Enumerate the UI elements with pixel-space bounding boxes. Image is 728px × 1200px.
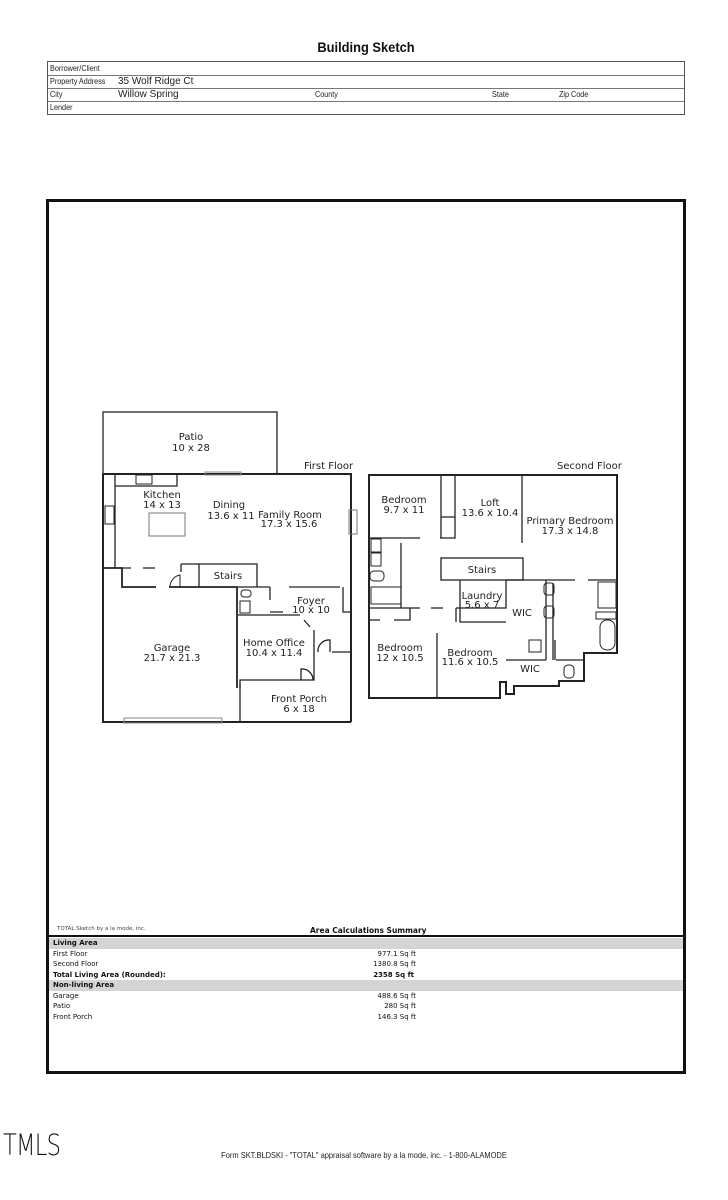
summary-label: Front Porch xyxy=(53,1012,93,1021)
label-stairs-2: Stairs xyxy=(468,565,497,576)
label-primary-bedroom: Primary Bedroom xyxy=(526,516,613,527)
label-patio: Patio xyxy=(179,432,204,443)
address-label: Property Address xyxy=(50,76,106,86)
form-footer: Form SKT.BLDSKI - "TOTAL" appraisal soft… xyxy=(221,1150,507,1160)
dims-front-porch: 6 x 18 xyxy=(283,704,314,715)
summary-value: 280 Sq ft xyxy=(384,1002,416,1010)
dims-bedroom-2: 9.7 x 11 xyxy=(384,505,425,516)
summary-row-patio: Patio 280 Sq ft xyxy=(49,1001,683,1012)
city-label: City xyxy=(50,89,63,99)
dims-home-office: 10.4 x 11.4 xyxy=(246,648,303,659)
summary-value: 2358 Sq ft xyxy=(373,970,414,979)
label-loft: Loft xyxy=(481,498,500,509)
summary-label: Non-living Area xyxy=(53,981,115,989)
label-bedroom-4: Bedroom xyxy=(447,648,492,659)
dims-bedroom-3: 12 x 10.5 xyxy=(376,653,423,664)
label-family-room: Family Room xyxy=(258,510,322,521)
label-home-office: Home Office xyxy=(243,638,305,649)
area-summary-table: Living Area First Floor 977.1 Sq ft Seco… xyxy=(49,938,683,1022)
summary-label: First Floor xyxy=(53,949,88,958)
tmls-logo: TMLS xyxy=(3,1128,61,1162)
summary-row-total-living: Total Living Area (Rounded): 2358 Sq ft xyxy=(49,970,683,981)
label-front-porch: Front Porch xyxy=(271,694,327,705)
area-summary-title: Area Calculations Summary xyxy=(310,926,427,935)
dims-loft: 13.6 x 10.4 xyxy=(462,508,519,519)
dims-foyer: 10 x 10 xyxy=(292,605,330,616)
summary-label: Second Floor xyxy=(53,960,99,968)
property-header-table: Borrower/Client Property Address 35 Wolf… xyxy=(47,61,685,115)
summary-value: 1380.8 Sq ft xyxy=(373,960,416,968)
second-floor-label: Second Floor xyxy=(557,461,623,472)
label-wic-2: WIC xyxy=(520,664,540,675)
label-garage: Garage xyxy=(154,643,191,654)
label-kitchen: Kitchen xyxy=(143,490,181,501)
summary-divider xyxy=(49,935,683,937)
summary-row-second-floor: Second Floor 1380.8 Sq ft xyxy=(49,959,683,970)
summary-row-non-living-area: Non-living Area xyxy=(49,980,683,991)
borrower-row: Borrower/Client xyxy=(48,62,684,76)
dims-bedroom-4: 11.6 x 10.5 xyxy=(442,657,499,668)
document-title: Building Sketch xyxy=(317,39,415,55)
city-value: Willow Spring xyxy=(118,89,179,100)
dims-family-room: 17.3 x 15.6 xyxy=(261,519,318,530)
dims-patio: 10 x 28 xyxy=(172,443,210,454)
summary-label: Total Living Area (Rounded): xyxy=(53,970,166,979)
summary-value: 977.1 Sq ft xyxy=(377,949,416,958)
borrower-label: Borrower/Client xyxy=(50,63,100,73)
address-row: Property Address 35 Wolf Ridge Ct xyxy=(48,75,684,89)
dims-dining: 13.6 x 11 xyxy=(207,511,254,522)
county-label: County xyxy=(315,89,338,99)
sketch-frame xyxy=(46,199,686,1074)
summary-label: Living Area xyxy=(53,939,98,947)
lender-row: Lender xyxy=(48,101,684,114)
sketch-credit: TOTAL Sketch by a la mode, inc. xyxy=(57,926,146,932)
dims-kitchen: 14 x 13 xyxy=(143,500,181,511)
first-floor-label: First Floor xyxy=(304,461,354,472)
summary-label: Garage xyxy=(53,991,79,1000)
summary-row-living-area: Living Area xyxy=(49,938,683,949)
label-dining: Dining xyxy=(213,500,245,511)
summary-value: 488.6 Sq ft xyxy=(377,991,416,1000)
city-row: City Willow Spring County State Zip Code xyxy=(48,88,684,102)
summary-row-front-porch: Front Porch 146.3 Sq ft xyxy=(49,1012,683,1023)
label-wic-1: WIC xyxy=(512,608,532,619)
state-label: State xyxy=(492,89,509,99)
dims-primary-bedroom: 17.3 x 14.8 xyxy=(542,526,599,537)
label-laundry: Laundry xyxy=(462,591,503,602)
label-bedroom-2: Bedroom xyxy=(381,495,426,506)
dims-laundry: 5.6 x 7 xyxy=(465,600,500,611)
summary-row-first-floor: First Floor 977.1 Sq ft xyxy=(49,949,683,960)
label-stairs-1: Stairs xyxy=(214,571,243,582)
summary-row-garage: Garage 488.6 Sq ft xyxy=(49,991,683,1002)
address-value: 35 Wolf Ridge Ct xyxy=(118,76,194,87)
summary-label: Patio xyxy=(53,1002,71,1010)
label-bedroom-3: Bedroom xyxy=(377,643,422,654)
lender-label: Lender xyxy=(50,102,73,112)
summary-value: 146.3 Sq ft xyxy=(377,1012,416,1021)
label-foyer: Foyer xyxy=(297,596,326,607)
zip-label: Zip Code xyxy=(559,89,589,99)
dims-garage: 21.7 x 21.3 xyxy=(144,653,201,664)
